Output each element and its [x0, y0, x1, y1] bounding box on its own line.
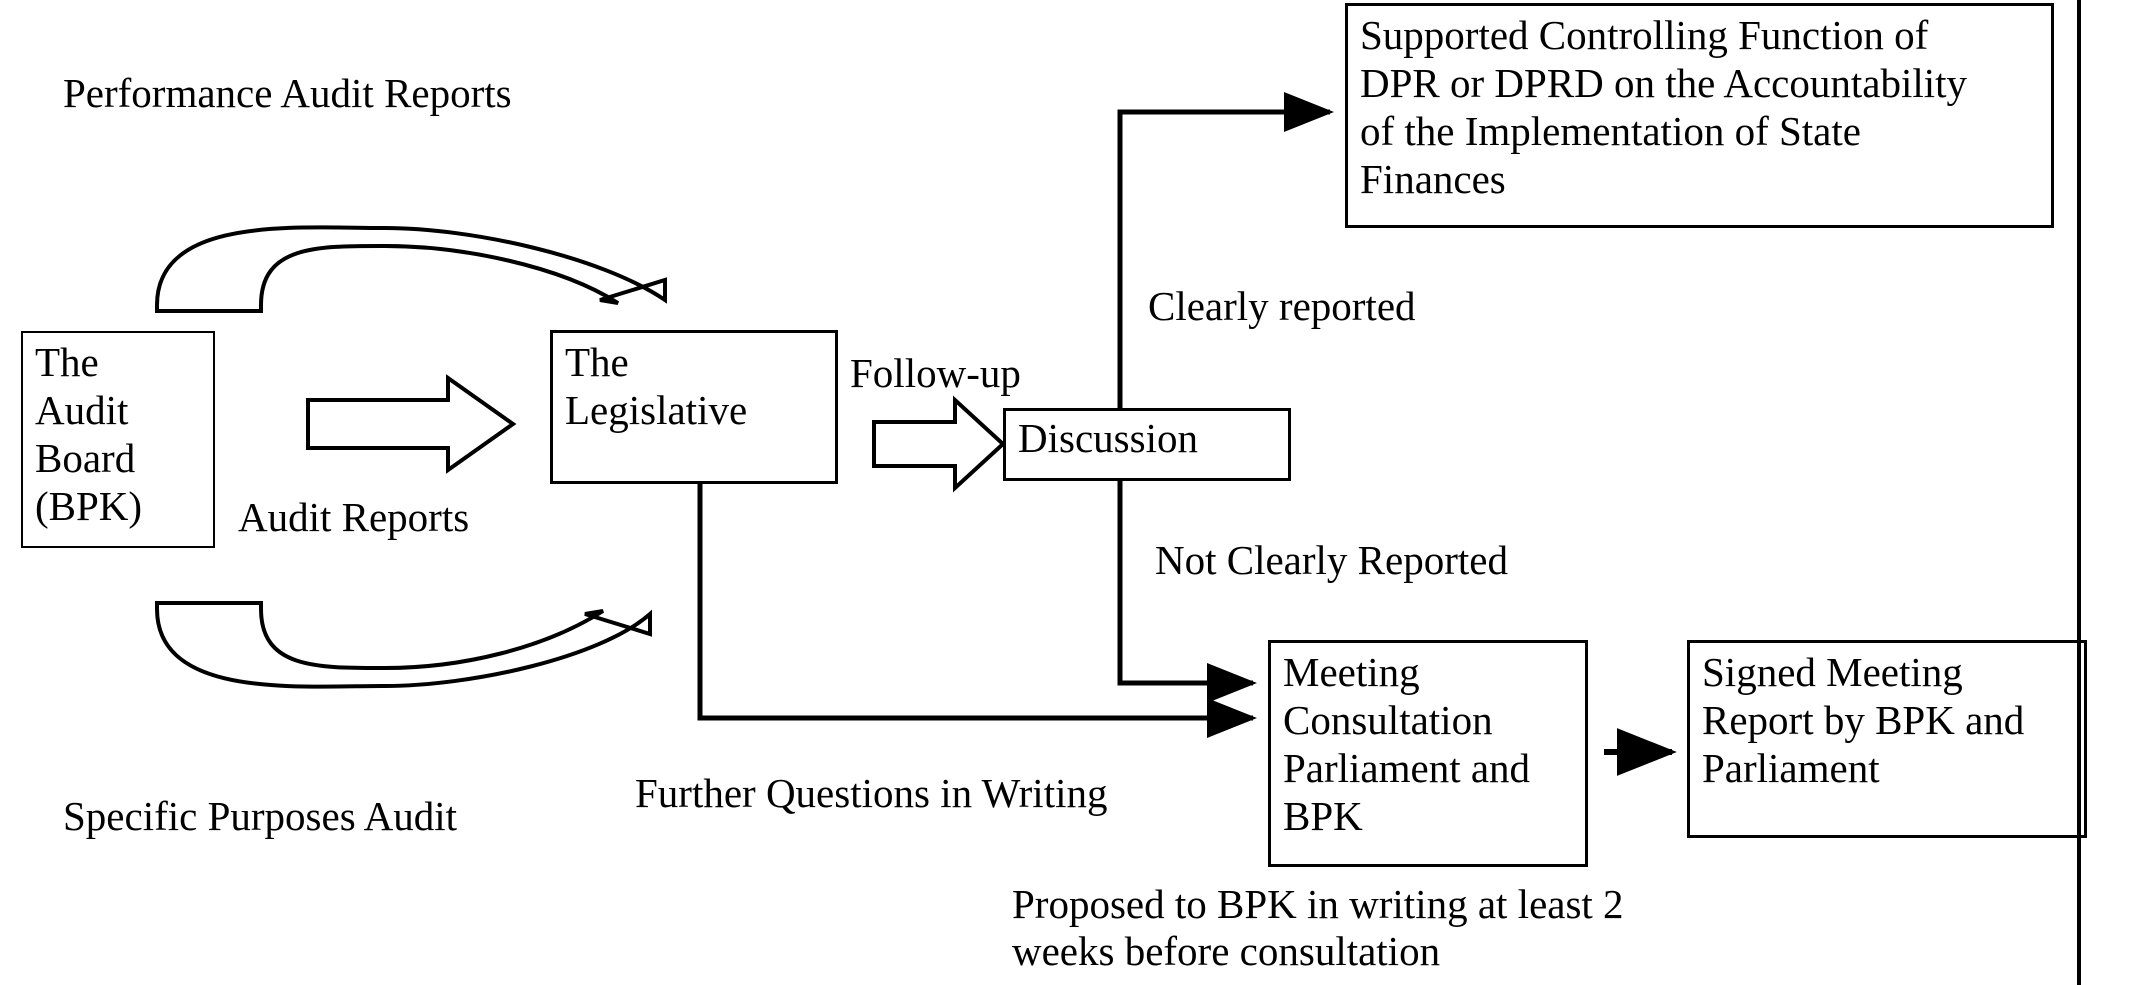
audit-reports-block-arrow	[306, 374, 517, 474]
label-not-clearly-reported: Not Clearly Reported	[1155, 537, 1508, 583]
performance-audit-curve-arrow	[155, 225, 667, 313]
clearly-reported-connector	[1117, 92, 1335, 408]
label-specific-purposes-audit: Specific Purposes Audit	[63, 793, 458, 839]
follow-up-block-arrow	[872, 395, 1006, 493]
label-audit-reports: Audit Reports	[238, 494, 470, 540]
label-clearly-reported: Clearly reported	[1148, 283, 1416, 329]
node-discussion[interactable]: Discussion	[1003, 408, 1291, 481]
node-audit-board[interactable]: The Audit Board (BPK)	[21, 331, 215, 548]
node-legislative[interactable]: The Legislative	[550, 330, 838, 484]
specific-purposes-curve-arrow	[155, 601, 652, 689]
label-follow-up: Follow-up	[850, 350, 1021, 396]
node-supported-controlling-function[interactable]: Supported Controlling Function of DPR or…	[1345, 3, 2054, 228]
figure-right-rule	[2077, 0, 2081, 985]
label-performance-audit-reports: Performance Audit Reports	[63, 70, 512, 116]
node-meeting-consultation[interactable]: Meeting Consultation Parliament and BPK	[1268, 640, 1588, 867]
not-clearly-reported-connector	[1117, 481, 1258, 703]
further-questions-connector	[697, 484, 1258, 738]
node-signed-meeting-report[interactable]: Signed Meeting Report by BPK and Parliam…	[1687, 640, 2087, 838]
label-proposed-note: Proposed to BPK in writing at least 2 we…	[1012, 881, 1624, 975]
label-further-questions-in-writing: Further Questions in Writing	[635, 770, 1108, 816]
